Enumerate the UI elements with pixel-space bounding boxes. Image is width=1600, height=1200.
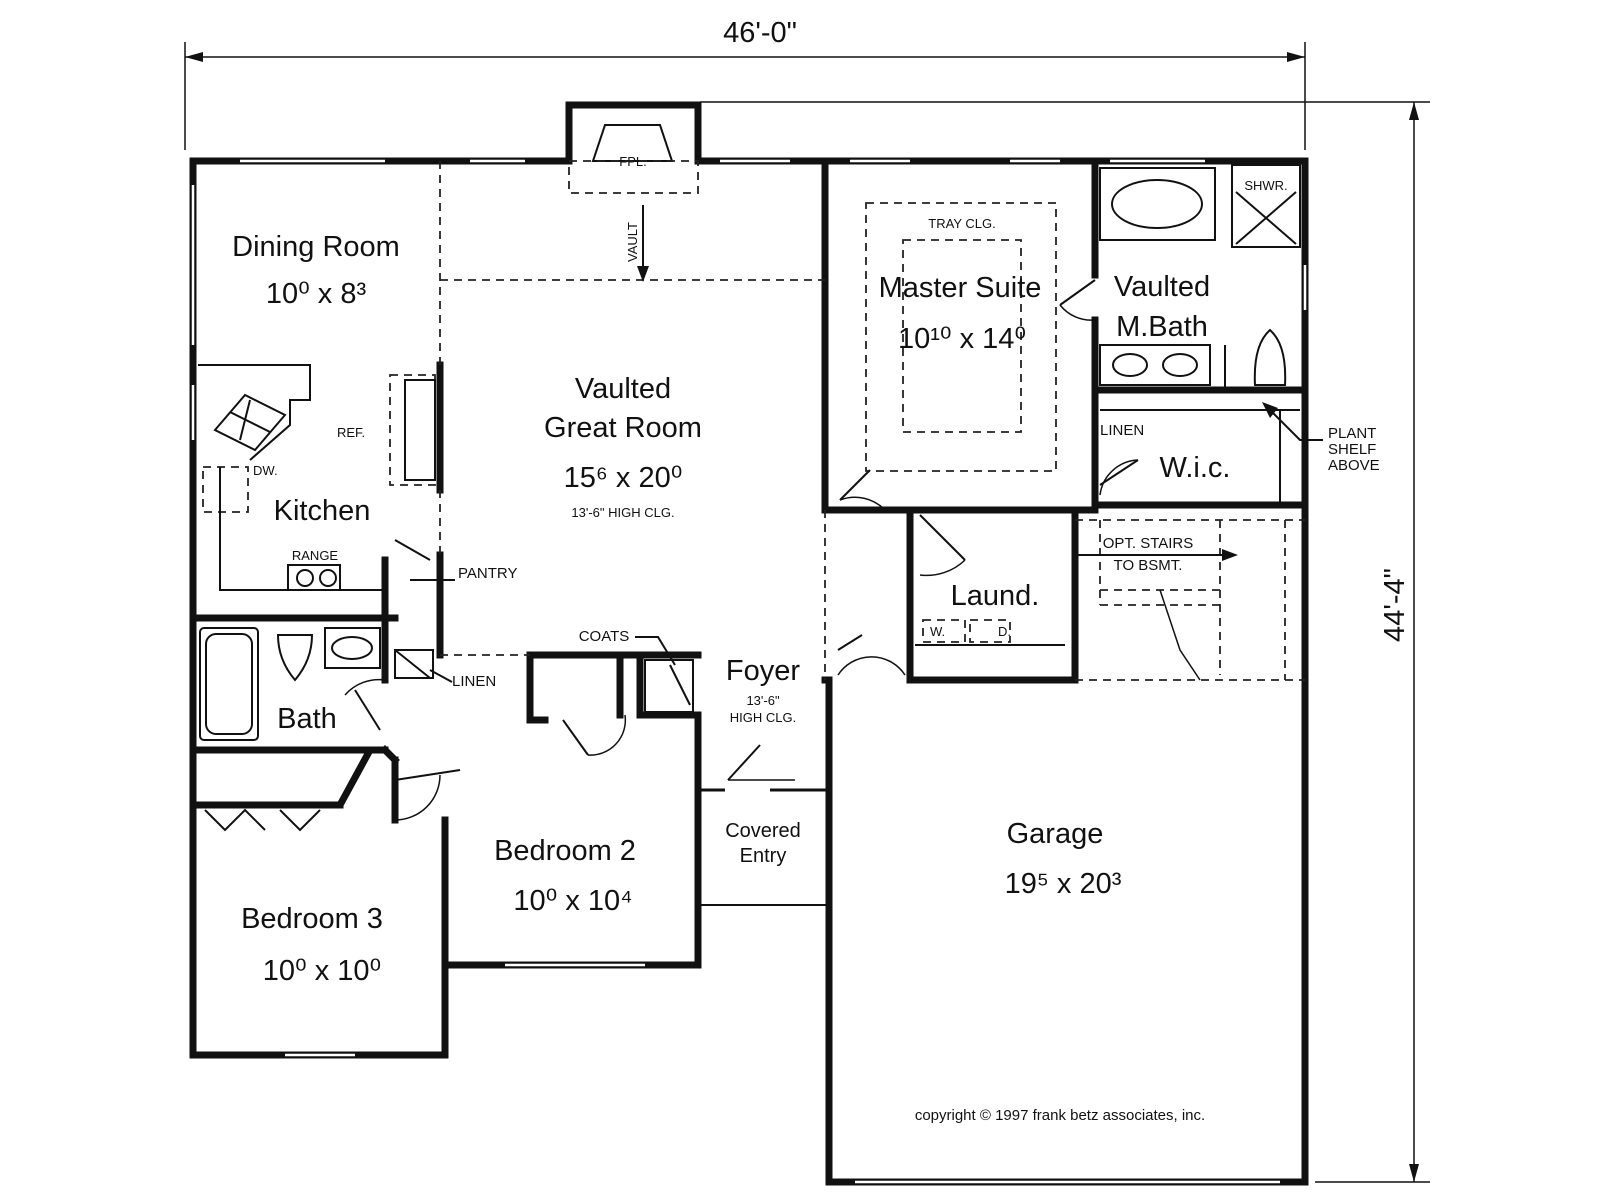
bath-name: Bath — [277, 703, 337, 735]
copyright-notice: copyright © 1997 frank betz associates, … — [915, 1107, 1205, 1124]
vault-arrow: VAULT — [625, 205, 649, 282]
bedroom-3-size: 10⁰ x 10⁰ — [263, 955, 381, 987]
dashed-lines — [439, 161, 1305, 681]
laundry-name: Laund. — [951, 580, 1040, 612]
linen-master-label: LINEN — [1100, 422, 1144, 439]
washer-label: W. — [930, 624, 945, 639]
bedroom-3-name: Bedroom 3 — [241, 903, 383, 935]
garage-size: 19⁵ x 20³ — [1005, 868, 1122, 900]
great-room-size: 15⁶ x 20⁰ — [564, 462, 683, 494]
depth-dimension-label: 44'-4" — [1379, 568, 1411, 642]
great-room-name-line1: Vaulted — [575, 373, 671, 405]
plant-shelf-line3: ABOVE — [1328, 457, 1380, 474]
stairs-note: OPT. STAIRS TO BSMT. — [1075, 535, 1238, 681]
interior-walls — [189, 157, 1309, 964]
coats-label: COATS — [579, 628, 630, 645]
master-suite-name: Master Suite — [879, 272, 1042, 304]
dryer-label: D. — [998, 624, 1011, 639]
master-suite-size: 10¹⁰ x 14⁰ — [898, 323, 1026, 355]
shower-label: SHWR. — [1244, 178, 1287, 193]
dining-room-name: Dining Room — [232, 231, 400, 263]
bath-fixtures — [199, 627, 381, 741]
dw-label: DW. — [253, 463, 278, 478]
plant-shelf-note: PLANT SHELF ABOVE — [1262, 402, 1380, 474]
leader-lines — [410, 579, 676, 683]
covered-entry-line2: Entry — [740, 845, 787, 867]
width-dimension: 46'-0" — [184, 17, 1306, 150]
width-dimension-label: 46'-0" — [723, 17, 797, 49]
opt-stairs-line2: TO BSMT. — [1114, 557, 1183, 574]
laundry-fixtures — [915, 619, 1065, 646]
master-bath-name-line1: Vaulted — [1114, 271, 1210, 303]
kitchen-fixtures — [198, 364, 436, 591]
bedroom-2-name: Bedroom 2 — [494, 835, 636, 867]
wic-name: W.i.c. — [1160, 452, 1231, 484]
plant-shelf-line1: PLANT — [1328, 425, 1376, 442]
opt-stairs-line1: OPT. STAIRS — [1103, 535, 1194, 552]
foyer-name: Foyer — [726, 655, 800, 687]
room-labels: Dining Room 10⁰ x 8³ Vaulted Great Room … — [232, 178, 1287, 1124]
covered-entry-line1: Covered — [725, 820, 801, 842]
linen-hall-label: LINEN — [452, 673, 496, 690]
range-label: RANGE — [292, 548, 339, 563]
bedroom-2-size: 10⁰ x 10⁴ — [513, 885, 632, 917]
fireplace: FPL. — [568, 124, 699, 194]
fireplace-label: FPL. — [619, 154, 646, 169]
great-room-name-line2: Great Room — [544, 412, 702, 444]
pantry-label: PANTRY — [458, 565, 517, 582]
garage-name: Garage — [1007, 818, 1104, 850]
vault-label: VAULT — [625, 222, 640, 262]
master-bath-fixtures — [1099, 167, 1300, 505]
great-room-ceiling-note: 13'-6" HIGH CLG. — [571, 505, 674, 520]
master-bath-name-line2: M.Bath — [1116, 311, 1208, 343]
depth-dimension: 44'-4" — [700, 101, 1430, 1183]
foyer-note-line2: HIGH CLG. — [730, 710, 796, 725]
kitchen-name: Kitchen — [274, 495, 371, 527]
foyer-note-line1: 13'-6" — [746, 693, 780, 708]
ref-label: REF. — [337, 425, 365, 440]
tray-ceiling-label: TRAY CLG. — [928, 216, 995, 231]
windows — [190, 158, 1308, 1185]
plant-shelf-line2: SHELF — [1328, 441, 1376, 458]
dining-room-size: 10⁰ x 8³ — [266, 278, 367, 310]
doors — [204, 279, 1139, 832]
